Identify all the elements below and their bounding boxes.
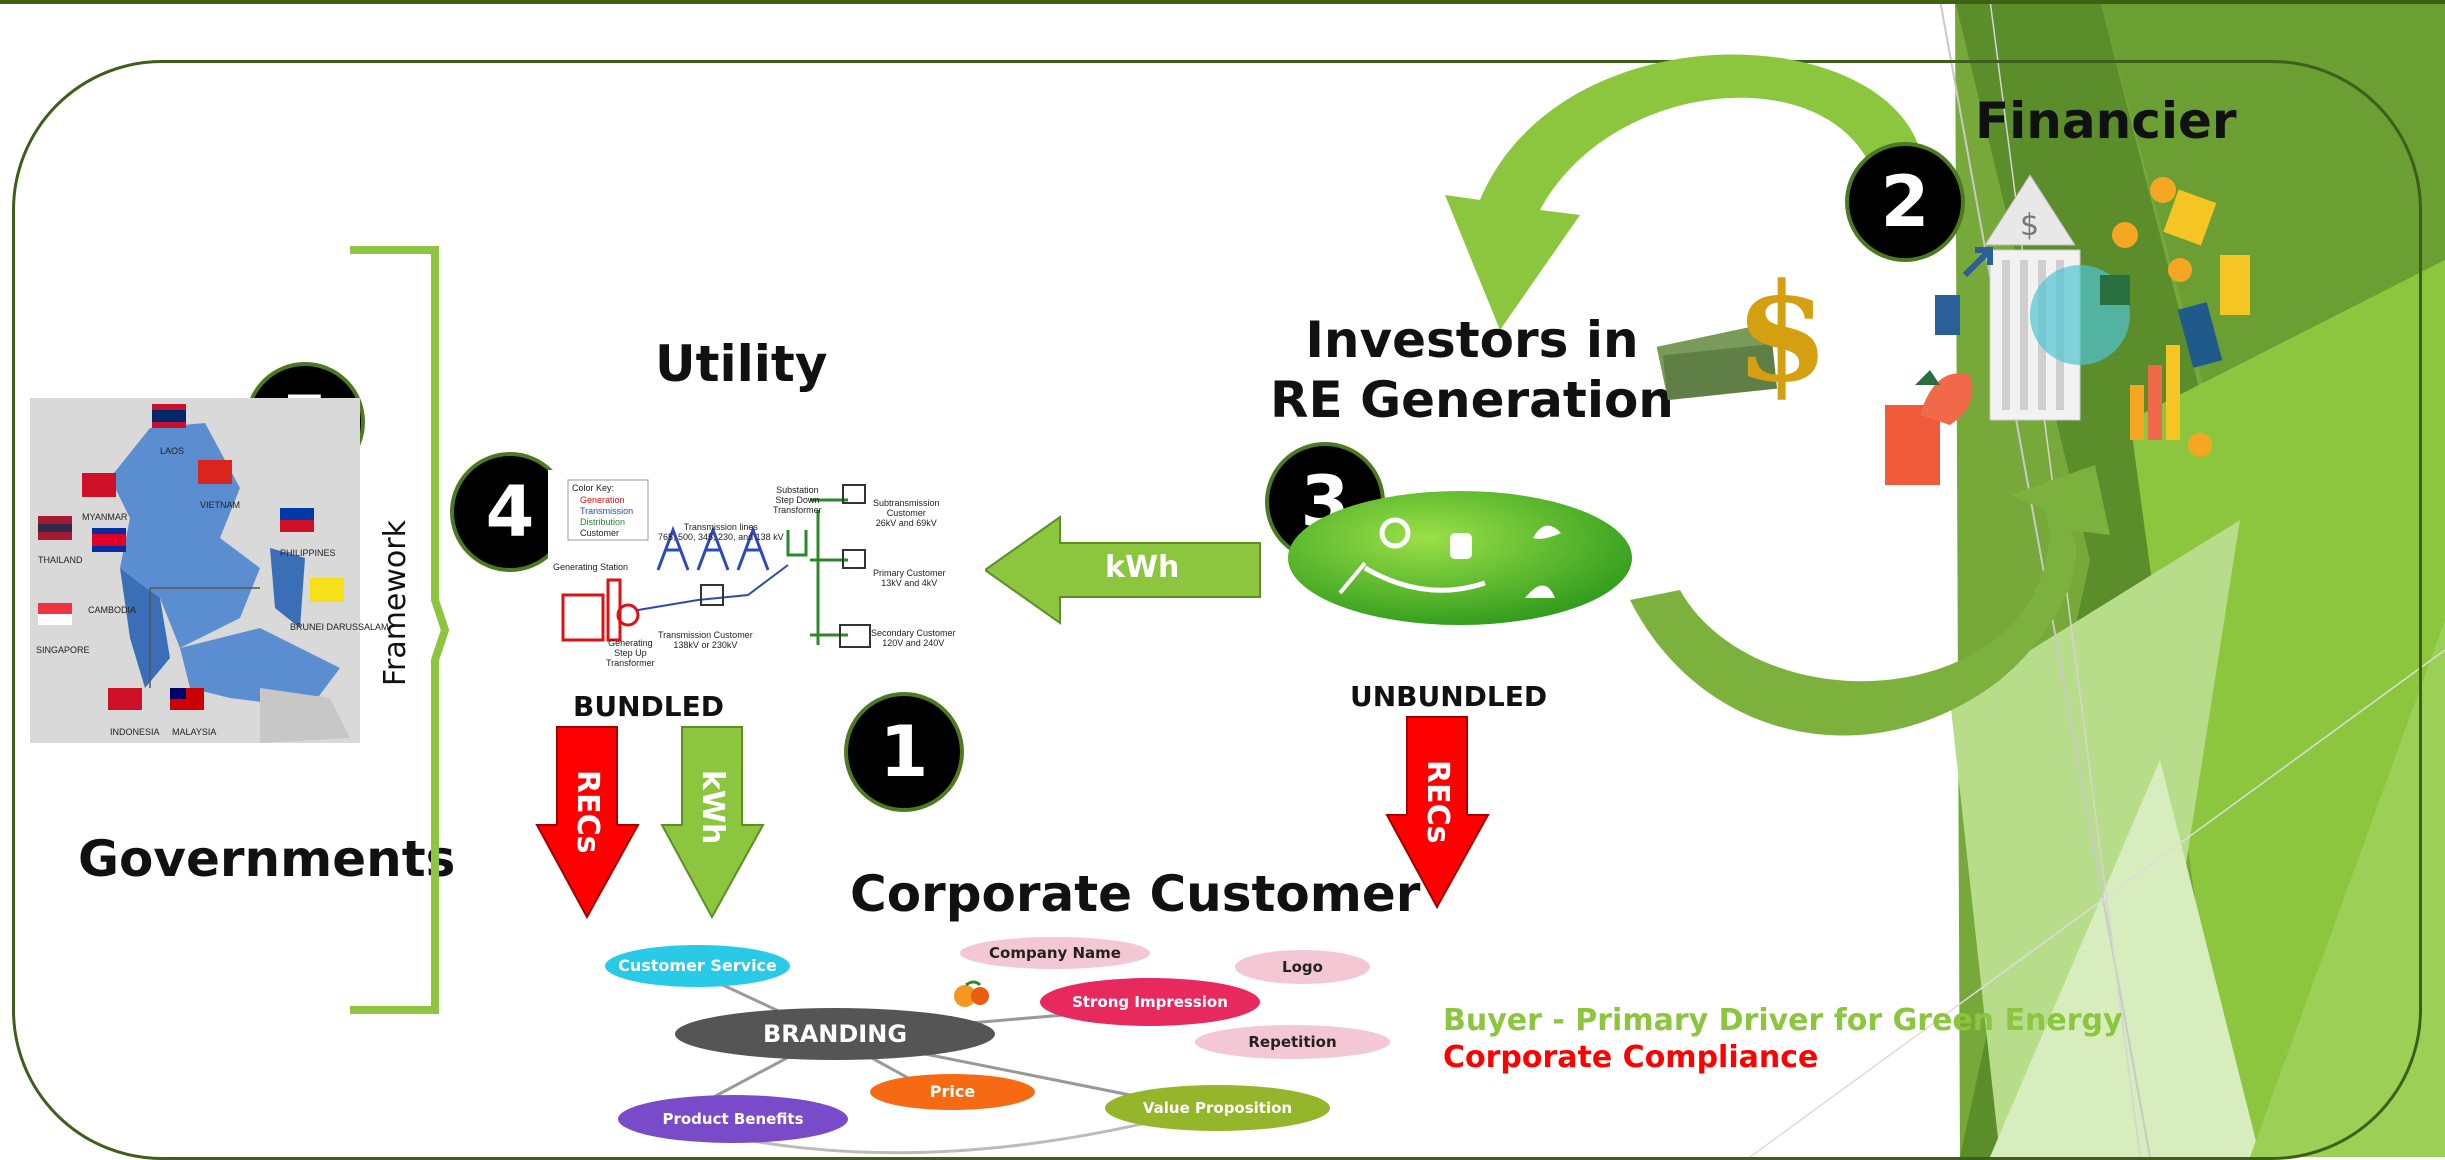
map-label-malaysia: MALAYSIA: [172, 727, 217, 737]
map-label-philippines: PHILIPPINES: [280, 548, 336, 558]
branding-logo: Logo: [1235, 950, 1370, 984]
corporate-compliance-text: Corporate Compliance: [1443, 1040, 1819, 1075]
svg-text:$: $: [1735, 265, 1829, 412]
branding-price: Price: [870, 1074, 1035, 1110]
investors-label: Investors in RE Generation: [1270, 311, 1674, 429]
map-label-cambodia: CAMBODIA: [88, 605, 137, 615]
grid-key-title: Color Key:: [572, 483, 615, 493]
recs-unbundled-arrow: [1385, 716, 1490, 910]
power-grid-graphics: [561, 479, 871, 648]
corporate-customer-label: Corporate Customer: [850, 865, 1421, 923]
grid-generating-station: Generating Station: [553, 562, 629, 572]
map-label-vietnam: VIETNAM: [200, 500, 241, 510]
branding-repetition: Repetition: [1195, 1025, 1390, 1059]
grid-key-transmission: Transmission: [580, 506, 634, 516]
kwh-left-label: kWh: [1105, 550, 1180, 585]
asean-map: [30, 398, 360, 743]
unbundled-label: UNBUNDLED: [1350, 680, 1548, 713]
power-grid-diagram: Color Key: Generation Transmission Distr…: [548, 470, 958, 680]
grid-step-up: Generating Step Up Transformer: [606, 638, 655, 668]
bundled-label: BUNDLED: [573, 690, 724, 723]
buyer-driver-text: Buyer - Primary Driver for Green Energy: [1443, 1003, 2123, 1038]
kwh-down-arrow: [660, 726, 765, 920]
grid-secondary: Secondary Customer 120V and 240V: [871, 628, 956, 648]
top-rule: [0, 0, 2445, 4]
grid-key-customer: Customer: [580, 528, 620, 538]
grid-key-distribution: Distribution: [580, 517, 626, 527]
map-label-brunei: BRUNEI DARUSSALAM: [290, 622, 389, 632]
governments-label: Governments: [78, 830, 456, 888]
branding-value-proposition: Value Proposition: [1105, 1085, 1330, 1131]
financier-label: Financier: [1975, 92, 2237, 150]
map-label-thailand: THAILAND: [38, 555, 83, 565]
kwh-down-label: kWh: [695, 770, 730, 845]
number-2-badge: 2: [1845, 142, 1965, 262]
branding-strong-impression: Strong Impression: [1040, 978, 1260, 1026]
branding-customer-service: Customer Service: [605, 945, 790, 987]
kwh-left-arrow: [985, 515, 1261, 625]
branding-product-benefits: Product Benefits: [618, 1095, 848, 1143]
grid-substation: Substation Step Down Transformer: [773, 485, 822, 515]
fruit-logo-icon: [954, 980, 989, 1007]
number-1-badge: 1: [844, 692, 964, 812]
grid-primary: Primary Customer 13kV and 4kV: [873, 568, 946, 588]
map-label-laos: LAOS: [160, 446, 185, 456]
grid-key-generation: Generation: [580, 495, 625, 505]
framework-bracket: [350, 246, 450, 1014]
curved-arrow-top: [1445, 54, 1920, 330]
curved-arrow-bottom: [1630, 465, 2110, 736]
framework-label: Framework: [378, 520, 413, 687]
grid-subtransmission: Subtransmission Customer 26kV and 69kV: [873, 498, 940, 528]
financier-illustration: $: [1885, 174, 2250, 485]
renewable-energy-icon: [1288, 491, 1632, 625]
map-label-myanmar: MYANMAR: [82, 512, 128, 522]
money-icon: $: [1656, 265, 1829, 412]
branding-center: BRANDING: [675, 1008, 995, 1060]
svg-text:$: $: [2020, 208, 2039, 243]
map-label-indonesia: INDONESIA: [110, 727, 160, 737]
recs-bundled-arrow: [535, 726, 640, 920]
grid-transmission-customer: Transmission Customer 138kV or 230kV: [658, 630, 753, 650]
grid-transmission-lines: Transmission lines 765, 500, 345, 230, a…: [658, 522, 784, 542]
branding-company-name: Company Name: [960, 937, 1150, 969]
utility-label: Utility: [655, 335, 828, 393]
recs-bundled-label: RECs: [570, 770, 605, 854]
map-label-singapore: SINGAPORE: [36, 645, 90, 655]
recs-unbundled-label: RECs: [1420, 760, 1455, 844]
